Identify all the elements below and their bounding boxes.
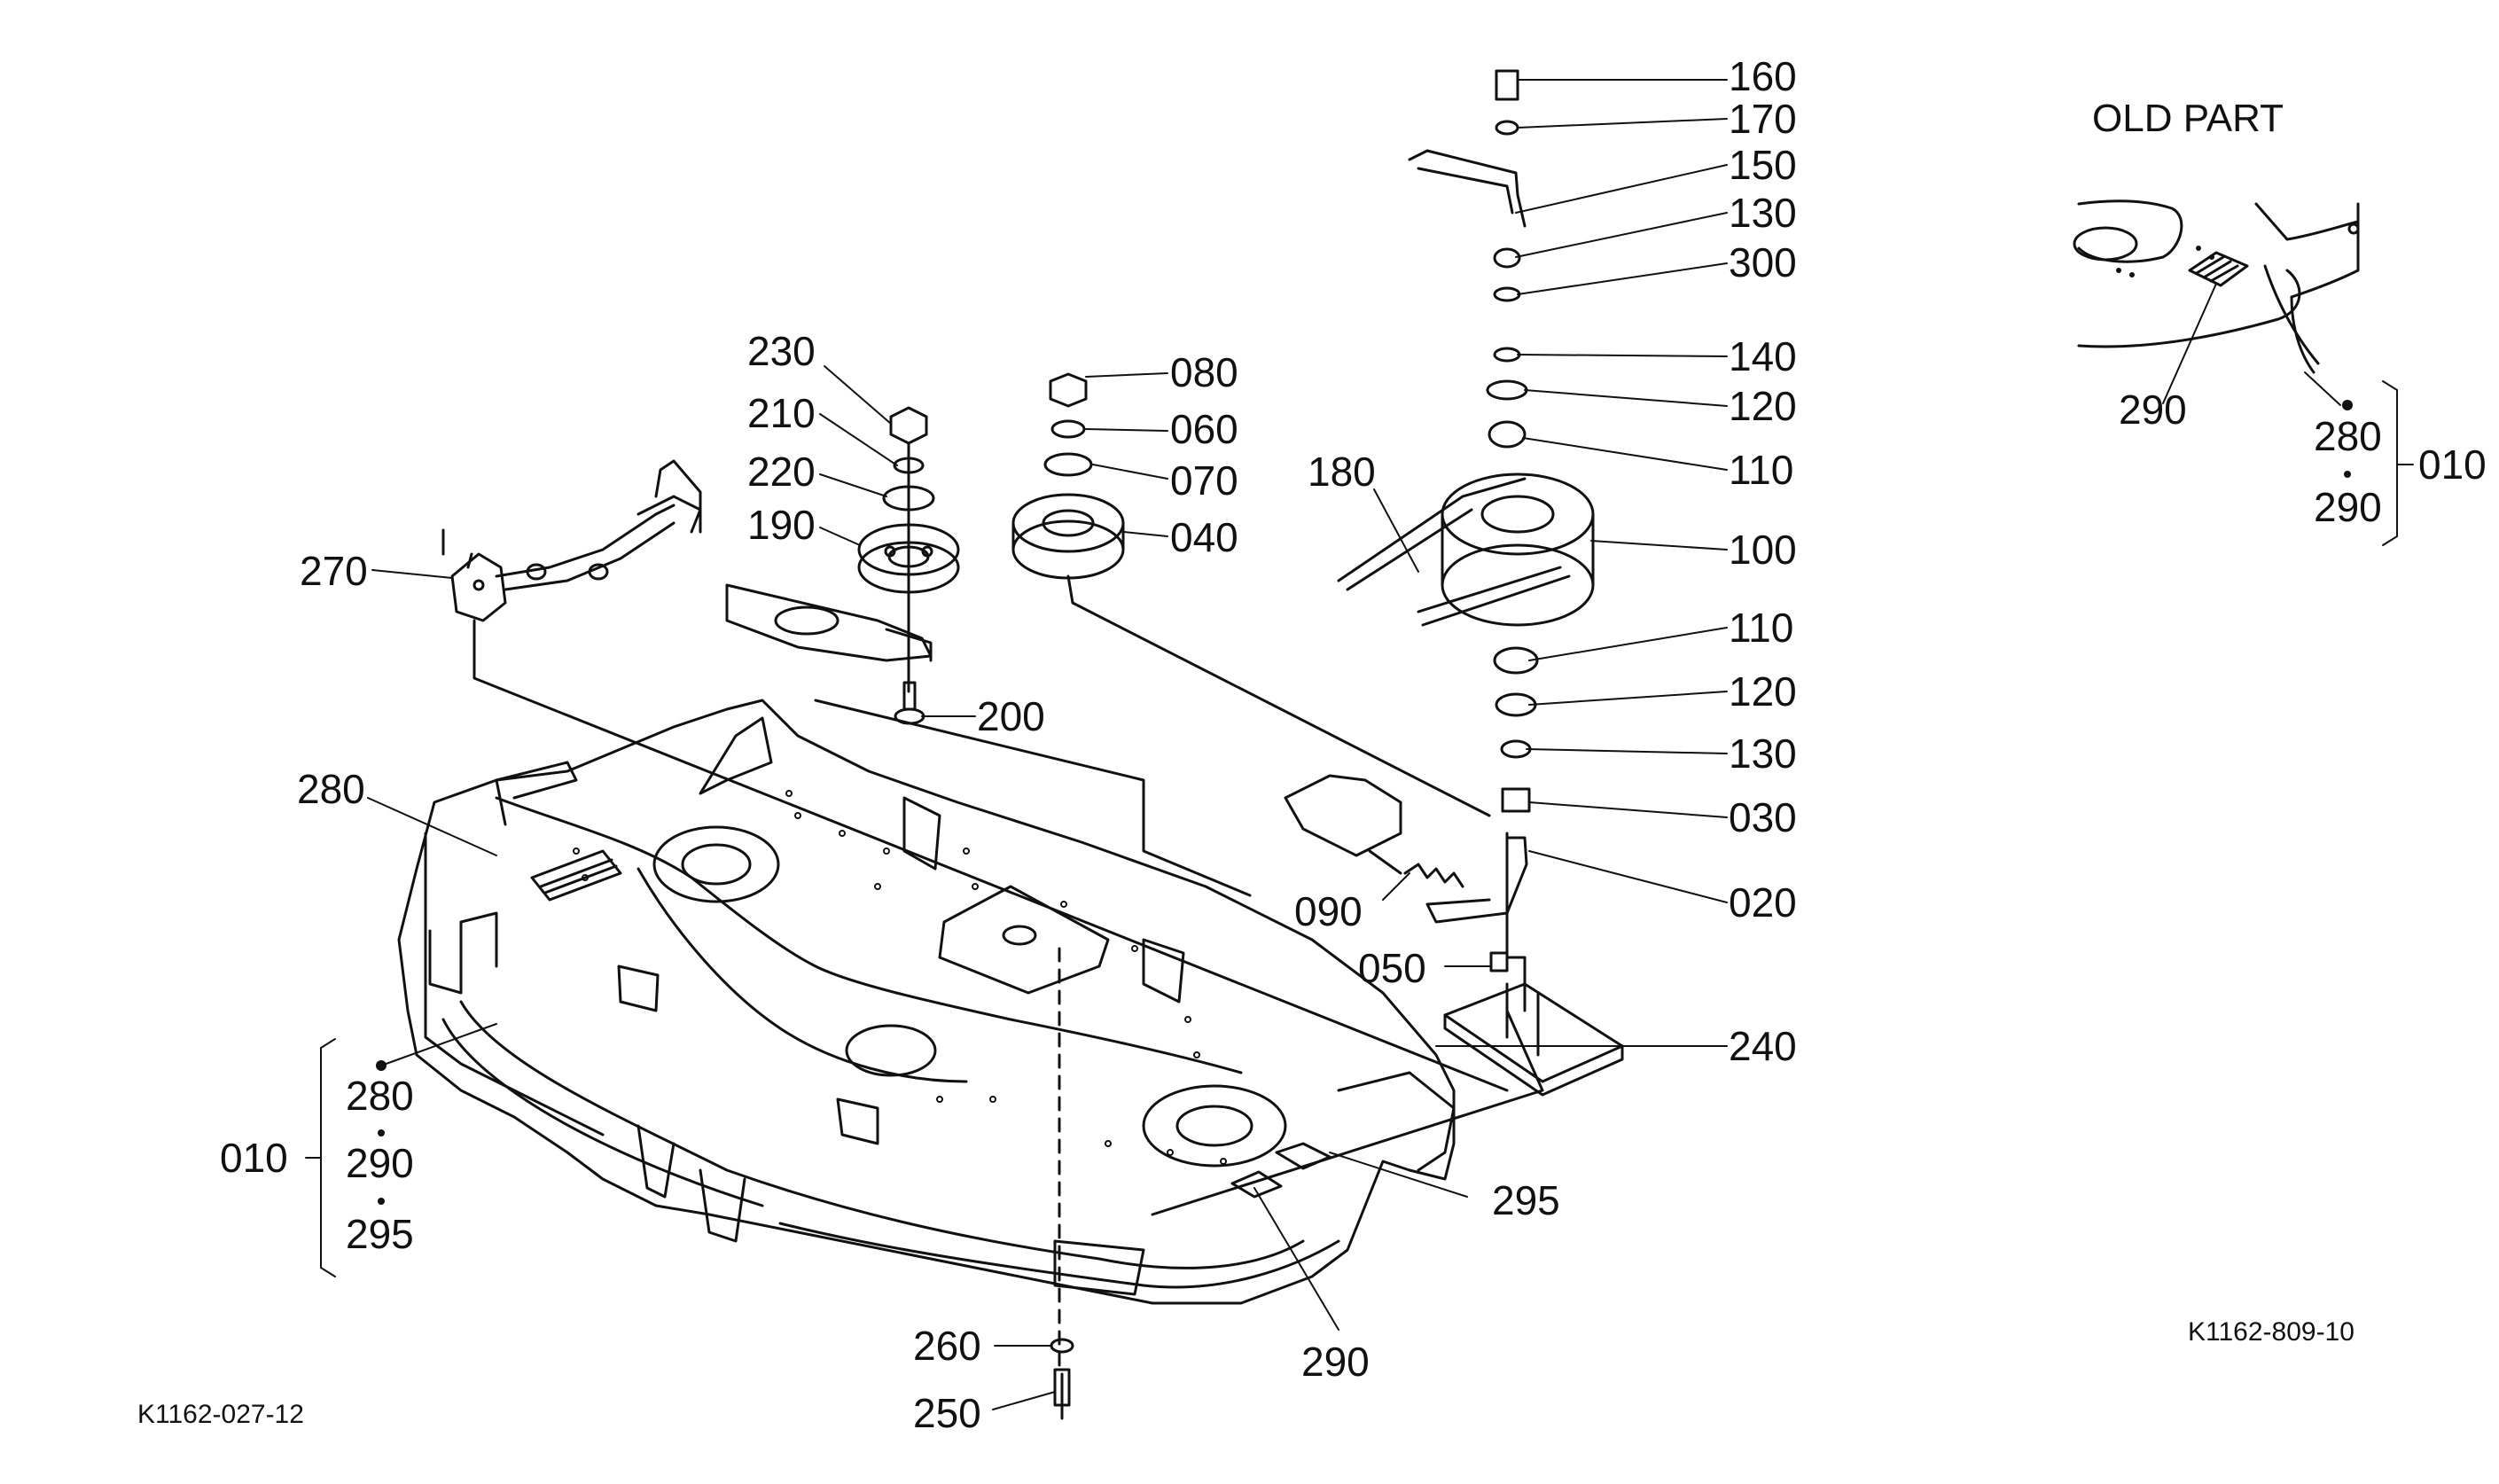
callout-070: 070 [1170,457,1238,504]
callout-300: 300 [1729,239,1797,285]
leader-lines [367,79,1728,1410]
callout-110-upper: 110 [1729,447,1793,493]
old-part-title: OLD PART [2092,97,2284,140]
callout-030: 030 [1729,794,1797,840]
callout-270: 270 [300,548,368,594]
callout-290: 290 [1301,1339,1370,1385]
callout-170: 170 [1729,96,1797,142]
group-item-old-2: 290 [2314,484,2382,530]
callout-150: 150 [1729,142,1797,188]
callout-295: 295 [1492,1177,1560,1223]
figure-code-main: K1162-027-12 [137,1400,304,1429]
callout-040: 040 [1170,514,1238,560]
callout-200: 200 [977,693,1045,739]
callout-120-lower: 120 [1729,668,1797,715]
callout-080: 080 [1170,349,1238,395]
callout-230: 230 [747,328,816,374]
callout-260: 260 [913,1323,981,1369]
group-item-main-1: 280 [346,1073,414,1119]
callout-180: 180 [1308,449,1376,495]
callout-090: 090 [1294,888,1363,934]
construction-lines [814,699,1252,1420]
callout-130-upper: 130 [1729,190,1797,236]
group-item-old-1: 280 [2314,413,2382,459]
callout-250: 250 [913,1390,981,1436]
callout-160: 160 [1729,53,1797,99]
right-idler-assembly [1151,69,1624,1216]
callout-100: 100 [1729,527,1797,573]
callout-060: 060 [1170,406,1238,452]
group-label-main: 010 [220,1135,288,1181]
old-part-callout-290: 290 [2119,387,2187,433]
old-part-detail [2073,199,2360,406]
callout-020: 020 [1729,879,1797,926]
group-label-old: 010 [2418,441,2487,488]
middle-pulley-assembly [1011,372,1491,817]
group-item-main-3: 295 [346,1211,414,1257]
callout-190: 190 [747,502,816,548]
callout-220: 220 [747,449,816,495]
callout-210: 210 [747,390,816,436]
mower-deck [397,699,1456,1305]
lever-assembly [441,459,1509,1092]
group-item-main-2: 290 [346,1140,414,1186]
callout-130-lower: 130 [1729,730,1797,777]
callout-050: 050 [1358,945,1426,991]
callout-140: 140 [1729,333,1797,379]
callout-280: 280 [297,766,365,812]
callout-240: 240 [1729,1023,1797,1069]
callout-110-lower: 110 [1729,605,1793,651]
callout-120-upper: 120 [1729,383,1797,429]
figure-code-old: K1162-809-10 [2188,1317,2355,1347]
